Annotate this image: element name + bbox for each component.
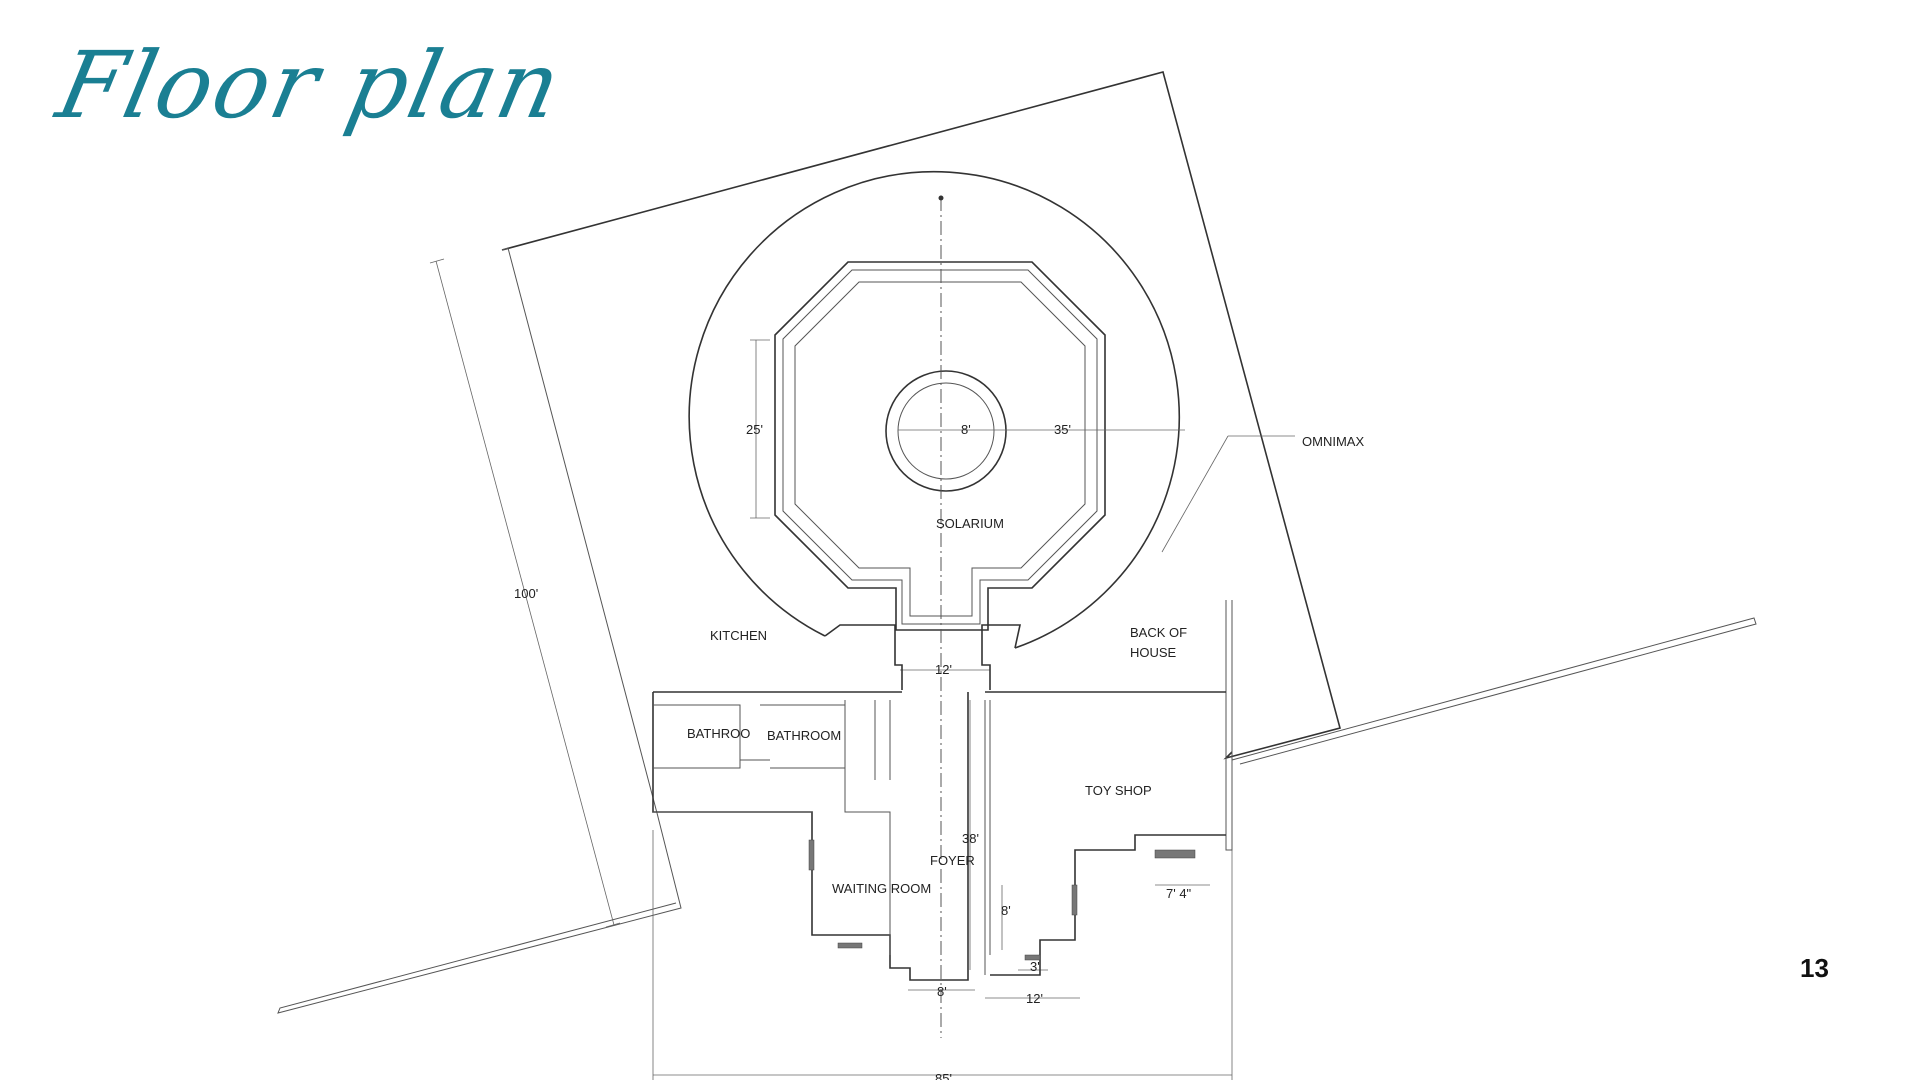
- dim-25: 25': [746, 422, 763, 437]
- dim-100: 100': [514, 586, 538, 601]
- omnimax-ring: [688, 170, 1180, 649]
- label-kitchen: KITCHEN: [710, 628, 767, 643]
- label-solarium: SOLARIUM: [936, 516, 1004, 531]
- label-back-of-house-line1: BACK OF: [1130, 625, 1187, 640]
- dim-12-bottom: 12': [1026, 991, 1043, 1006]
- center-pool-outer: [885, 370, 1007, 492]
- dimension-lines: [429, 258, 1295, 1080]
- label-bathroom-1: BATHROO: [687, 726, 750, 741]
- label-waiting-room: WAITING ROOM: [832, 881, 931, 896]
- dim-8-lower: 8': [1001, 903, 1011, 918]
- solarium-walls: [774, 261, 1106, 631]
- dim-8-bottom: 8': [937, 984, 947, 999]
- dim-3: 3': [1030, 959, 1040, 974]
- label-bathroom-2: BATHROOM: [767, 728, 841, 743]
- label-back-of-house-line2: HOUSE: [1130, 645, 1177, 660]
- dim-38: 38': [962, 831, 979, 846]
- center-pool-inner: [897, 382, 995, 480]
- building-walls: [652, 600, 1233, 981]
- dim-8-center: 8': [961, 422, 971, 437]
- dim-35: 35': [1054, 422, 1071, 437]
- page-number: 13: [1800, 953, 1829, 983]
- label-foyer: FOYER: [930, 853, 975, 868]
- label-omnimax: OMNIMAX: [1302, 434, 1364, 449]
- dim-85: 85': [935, 1071, 952, 1080]
- site-boundary: [277, 71, 1757, 1014]
- dim-7-4: 7' 4": [1166, 886, 1192, 901]
- label-toy-shop: TOY SHOP: [1085, 783, 1152, 798]
- dim-12-corridor: 12': [935, 662, 952, 677]
